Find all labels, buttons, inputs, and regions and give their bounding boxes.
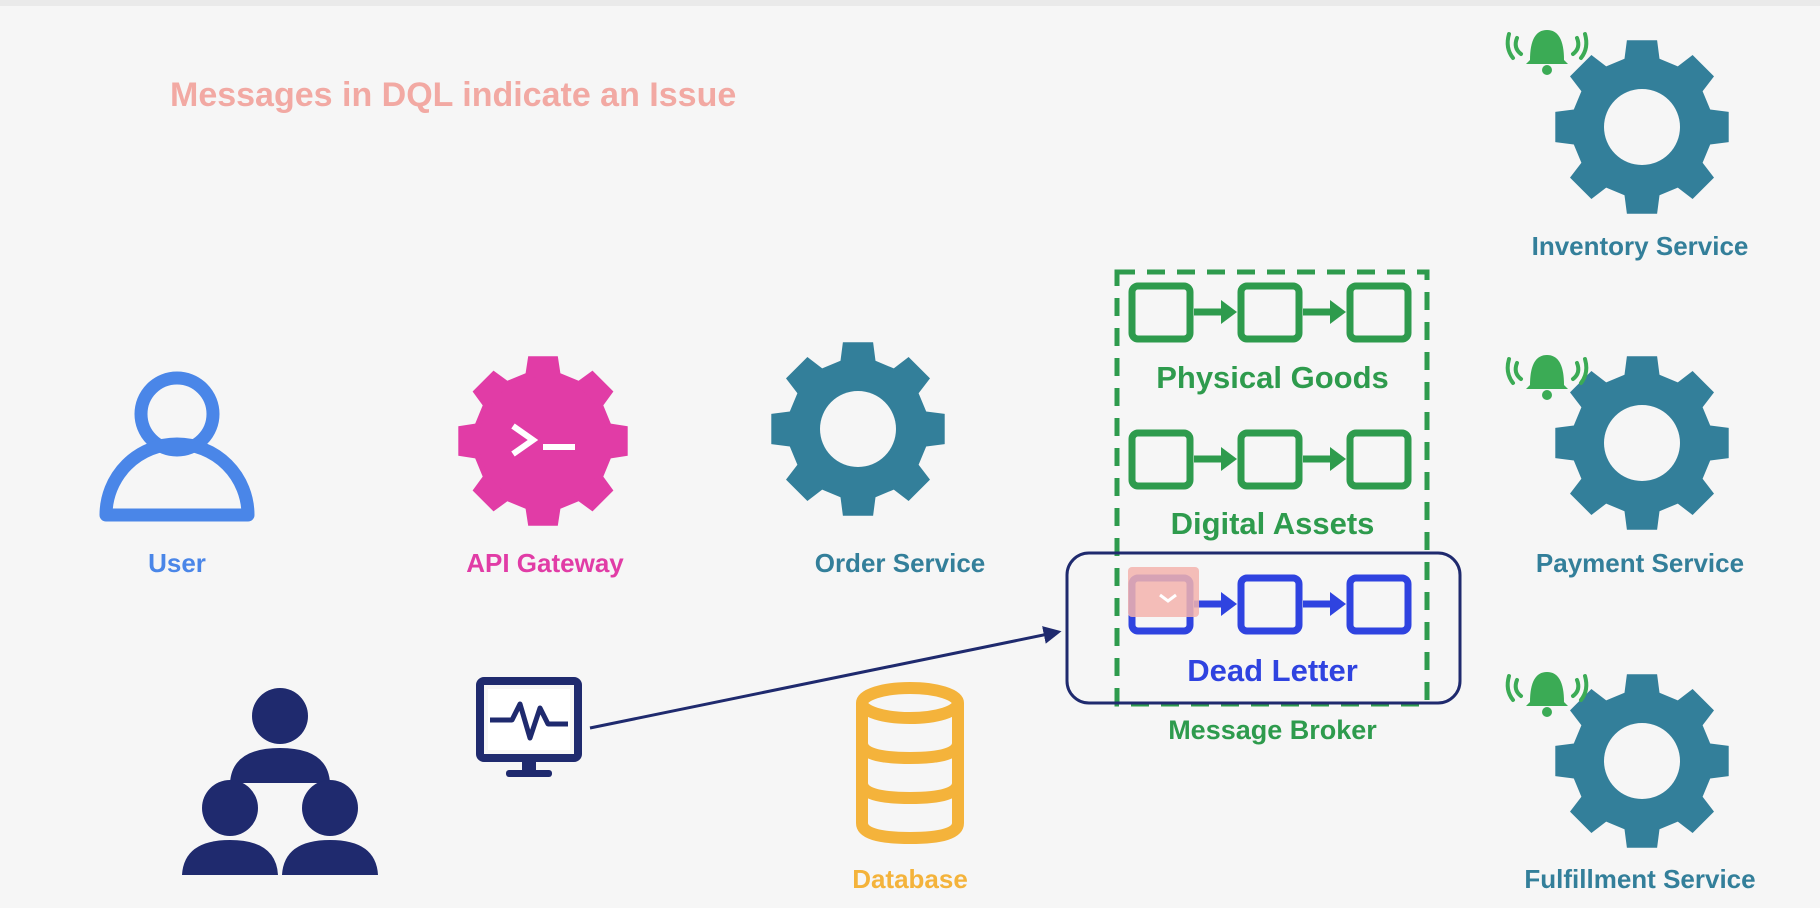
team-hierarchy-icon xyxy=(182,688,378,875)
dead-letter-highlight xyxy=(1065,551,1462,705)
gear-center xyxy=(479,377,607,505)
bell-wave xyxy=(1513,36,1523,56)
bell-clapper xyxy=(1542,707,1552,717)
database-icon xyxy=(856,682,964,845)
bell-body xyxy=(1526,30,1568,64)
queue-physical-goods-label: Physical Goods xyxy=(1156,360,1389,395)
bell-ringing-icon xyxy=(1505,30,1589,75)
queue-slot xyxy=(1237,574,1303,635)
bell-wave xyxy=(1579,32,1589,60)
diagram-title: Messages in DQL indicate an Issue xyxy=(170,76,737,114)
bell-clapper xyxy=(1542,390,1552,400)
queue-physical-goods xyxy=(1128,282,1412,343)
queue-slot xyxy=(1237,429,1303,490)
queue-arrowhead xyxy=(1221,447,1237,471)
fulfillment-service-label: Fulfillment Service xyxy=(1524,864,1756,894)
gear-icon xyxy=(1555,40,1729,214)
queue-arrowhead xyxy=(1330,447,1346,471)
gear-icon xyxy=(771,342,945,516)
bell-wave xyxy=(1513,361,1523,381)
top-edge xyxy=(0,0,1820,6)
person-outline-icon xyxy=(99,371,255,522)
gear-icon xyxy=(1555,674,1729,848)
bell-ringing-icon xyxy=(1505,672,1589,717)
queue-slot xyxy=(1346,574,1412,635)
queue-digital-assets-label: Digital Assets xyxy=(1170,506,1375,541)
monitor-pulse-icon xyxy=(476,677,582,777)
bell-wave xyxy=(1579,357,1589,385)
bell-wave xyxy=(1571,361,1581,381)
bell-wave xyxy=(1505,674,1515,702)
bell-wave xyxy=(1505,32,1515,60)
queue-slot xyxy=(1128,429,1194,490)
message-broker-boundary xyxy=(1114,269,1430,707)
queue-slot xyxy=(1346,429,1412,490)
bell-body xyxy=(1526,355,1568,389)
bell-clapper xyxy=(1542,65,1552,75)
queue-digital-assets xyxy=(1128,429,1412,490)
queue-slot xyxy=(1346,282,1412,343)
monitor-to-dlq-arrow xyxy=(589,626,1062,730)
prompt-chevron xyxy=(511,423,539,457)
gear-hole xyxy=(1604,723,1680,799)
queue-arrowhead xyxy=(1330,300,1346,324)
queue-arrowhead xyxy=(1221,300,1237,324)
user-label: User xyxy=(148,548,206,578)
bell-wave xyxy=(1513,678,1523,698)
api-gateway-label: API Gateway xyxy=(466,548,624,578)
dead-letter-message xyxy=(1128,567,1199,617)
database-label: Database xyxy=(852,864,968,894)
bell-wave xyxy=(1571,678,1581,698)
queue-dead-letter-label: Dead Letter xyxy=(1187,653,1358,688)
payment-service-label: Payment Service xyxy=(1535,548,1745,578)
bell-wave xyxy=(1579,674,1589,702)
gear-icon xyxy=(1555,356,1729,530)
queue-slot xyxy=(1128,282,1194,343)
gear-hole xyxy=(1604,405,1680,481)
gear-hole xyxy=(820,391,896,467)
bell-wave xyxy=(1505,357,1515,385)
bell-body xyxy=(1526,672,1568,706)
gear-hole xyxy=(1604,89,1680,165)
order-service-label: Order Service xyxy=(814,548,986,578)
queue-slot xyxy=(1237,282,1303,343)
queue-arrowhead xyxy=(1330,592,1346,616)
bell-wave xyxy=(1571,36,1581,56)
bell-ringing-icon xyxy=(1505,355,1589,400)
inventory-service-label: Inventory Service xyxy=(1531,231,1749,261)
message-broker-label: Message Broker xyxy=(1168,715,1377,745)
queue-arrowhead xyxy=(1221,592,1237,616)
terminal-gear-icon xyxy=(458,356,628,526)
